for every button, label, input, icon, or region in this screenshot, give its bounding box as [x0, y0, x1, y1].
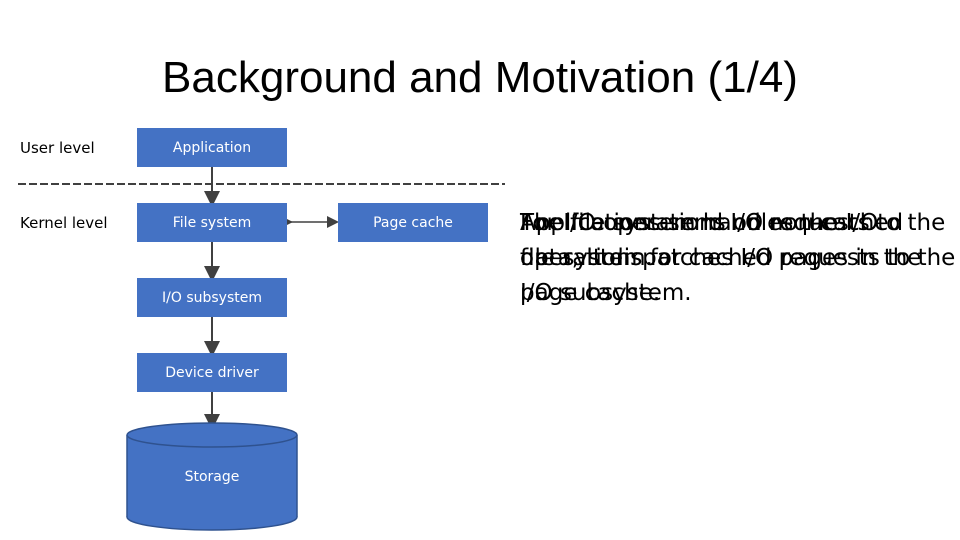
device-driver-box: Device driver [137, 353, 287, 392]
storage-label: Storage [184, 469, 240, 485]
page-cache-box: Page cache [338, 203, 488, 242]
description-line-3: For I/O operations on non-cached data, i… [520, 210, 956, 306]
user-level-label: User level [20, 139, 95, 157]
storage-cylinder-shape [126, 422, 298, 531]
kernel-level-label: Kernel level [20, 214, 108, 232]
application-box: Application [137, 128, 287, 167]
file-system-box: File system [137, 203, 287, 242]
description-text-area: Applications send I/O requests to the fi… [520, 206, 960, 316]
slide-title: Background and Motivation (1/4) [162, 53, 798, 102]
description-line-2: The file system handles the I/O operatio… [520, 210, 922, 306]
description-line-1: Applications send I/O requests to the fi… [520, 210, 946, 271]
io-subsystem-box: I/O subsystem [137, 278, 287, 317]
